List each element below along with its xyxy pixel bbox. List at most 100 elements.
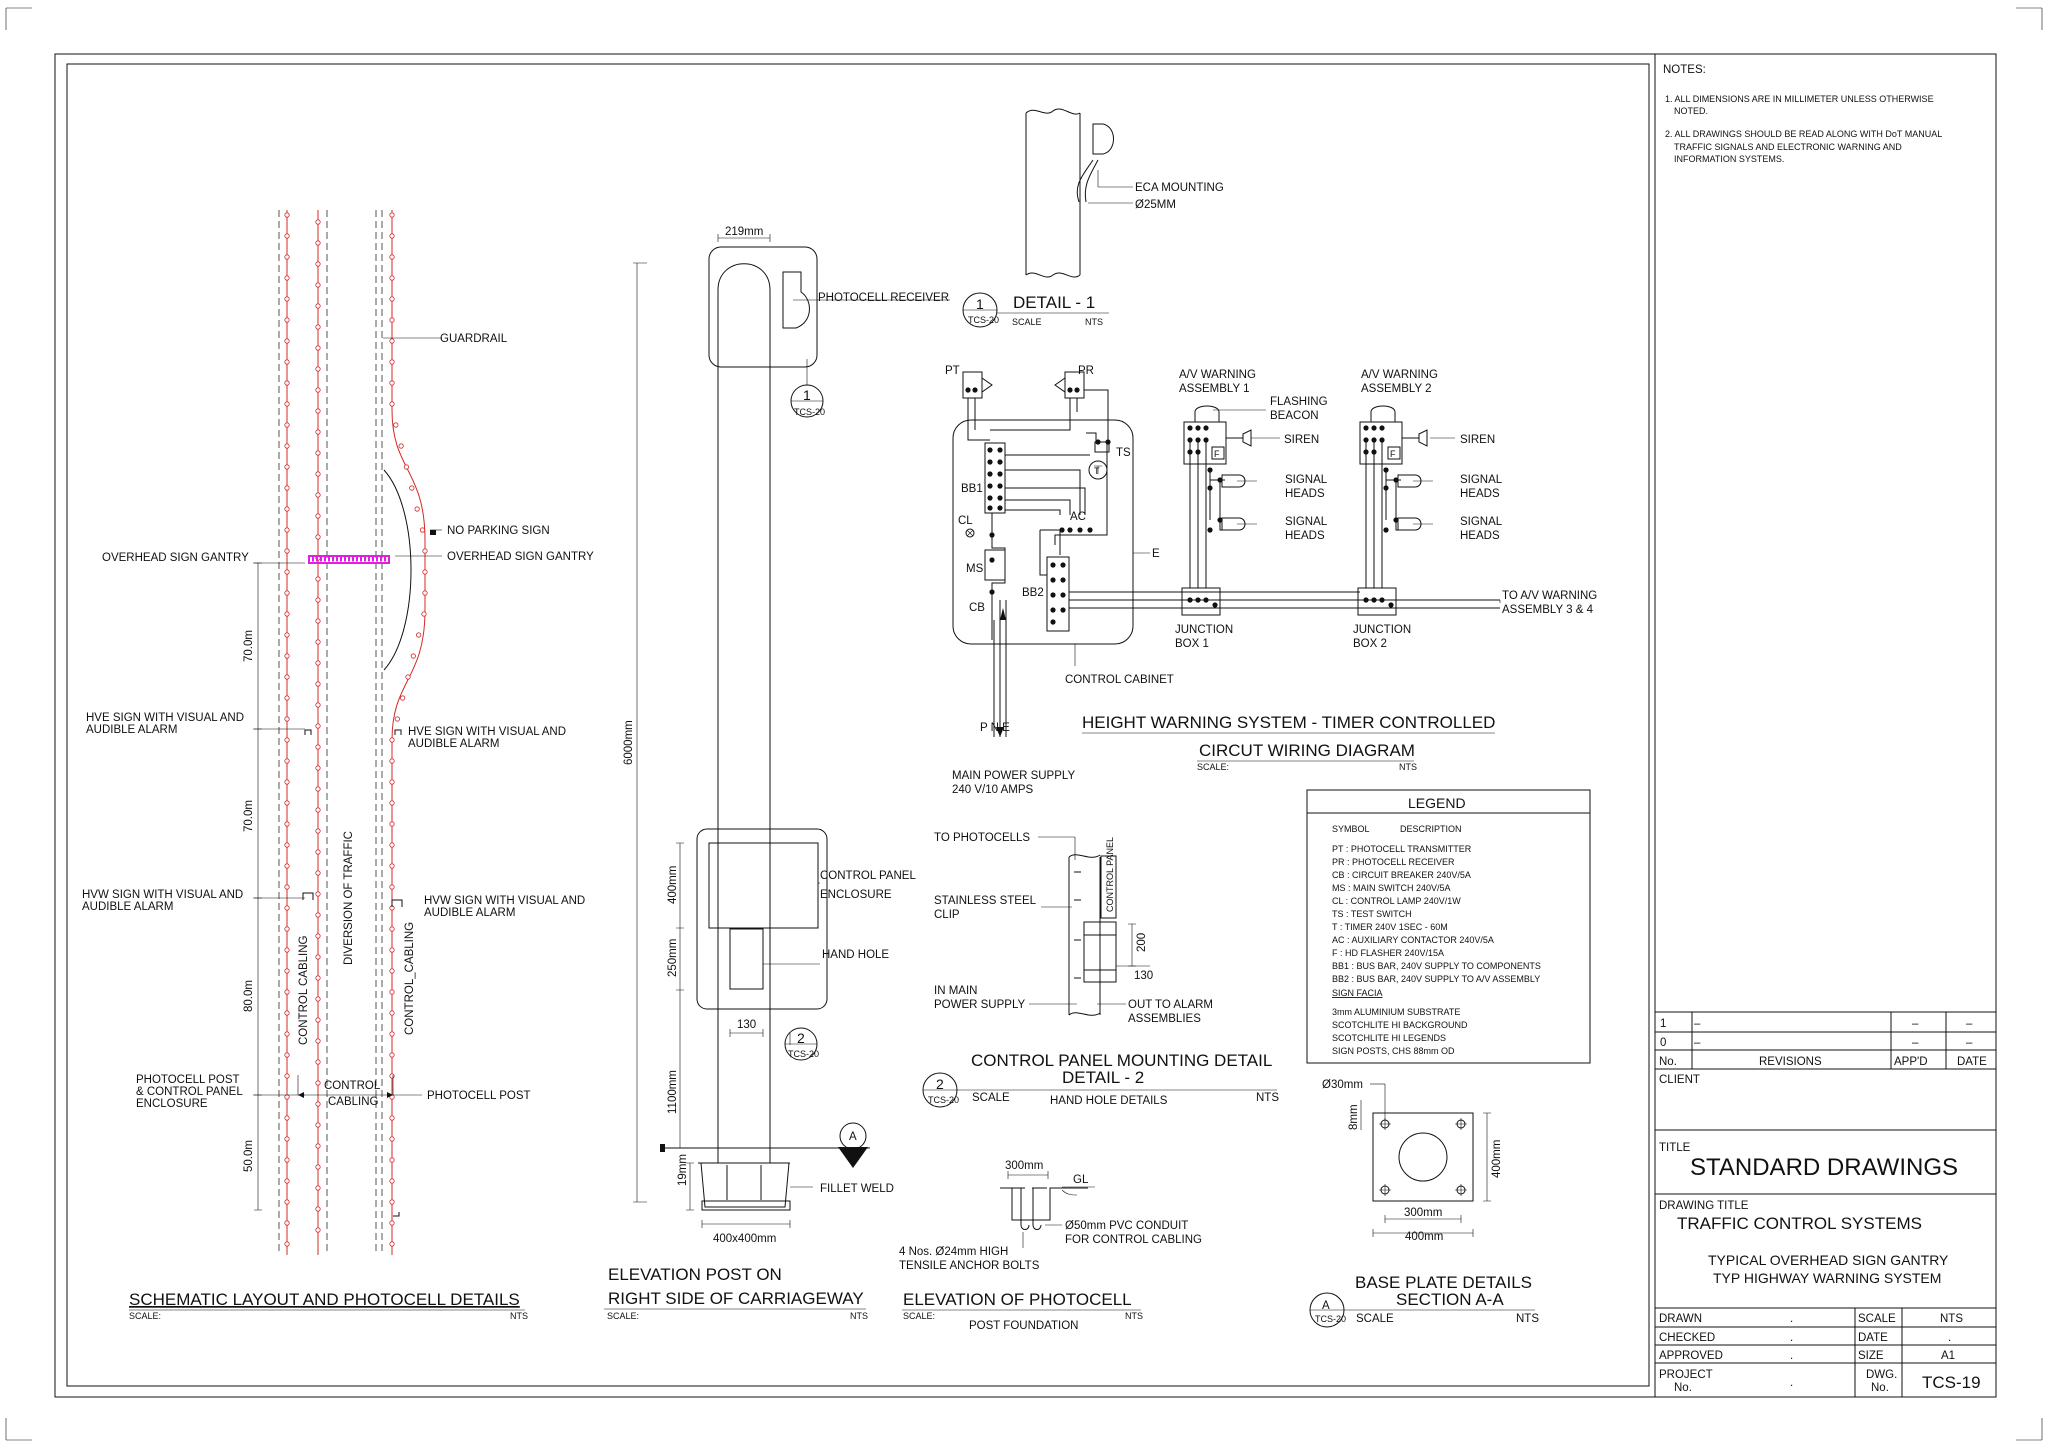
foundation-title: ELEVATION OF PHOTOCELL bbox=[903, 1290, 1132, 1309]
wiring-ac: AC bbox=[1070, 511, 1086, 523]
detail2-dim-200: 200 bbox=[1136, 933, 1148, 952]
guardrail-post-marker bbox=[284, 1073, 290, 1079]
signal-heads-4a: SIGNAL bbox=[1460, 516, 1503, 528]
guardrail-post-marker bbox=[389, 296, 395, 302]
guardrail-post-marker bbox=[315, 891, 321, 897]
fillet-weld-label: FILLET WELD bbox=[820, 1183, 894, 1195]
guardrail-post-marker bbox=[400, 695, 406, 701]
control-panel-label-2: ENCLOSURE bbox=[820, 889, 892, 901]
guardrail-post-marker bbox=[315, 534, 321, 540]
guardrail-post-marker bbox=[414, 506, 420, 512]
guardrail-post-marker bbox=[403, 464, 410, 470]
jb2-line1: JUNCTION bbox=[1353, 624, 1411, 636]
guardrail-post-marker bbox=[389, 275, 395, 281]
main-power-line1: IN MAIN bbox=[934, 985, 977, 997]
photocell-left-line2: & CONTROL PANEL bbox=[136, 1086, 243, 1098]
wiring-f2: F bbox=[1390, 449, 1396, 459]
baseplate-scale-label: SCALE bbox=[1356, 1313, 1394, 1325]
detail-2-drawing bbox=[922, 836, 1277, 1108]
project-value: . bbox=[1790, 1377, 1793, 1389]
guardrail-post-marker bbox=[389, 317, 395, 323]
wiring-pt: PT bbox=[945, 365, 960, 377]
ref2-number: 2 bbox=[797, 1030, 805, 1046]
guardrail-post-marker bbox=[284, 632, 290, 638]
guardrail-post-marker bbox=[389, 884, 395, 890]
guardrail-post-marker bbox=[315, 618, 321, 624]
guardrail-post-marker bbox=[315, 786, 321, 792]
control-cabinet-label: CONTROL CABINET bbox=[1065, 674, 1174, 686]
detail1-ref-code: TCS-20 bbox=[968, 315, 999, 325]
guardrail-post-marker bbox=[315, 345, 321, 351]
approved-value: . bbox=[1790, 1350, 1793, 1362]
legend-row-8: F : HD FLASHER 240V/15A bbox=[1332, 948, 1444, 958]
note-2-cont-a: TRAFFIC SIGNALS AND ELECTRONIC WARNING A… bbox=[1674, 142, 1902, 152]
schematic-title: SCHEMATIC LAYOUT AND PHOTOCELL DETAILS bbox=[129, 1290, 520, 1309]
guardrail-post-marker bbox=[389, 233, 395, 239]
legend-row-2: CB : CIRCUIT BREAKER 240V/5A bbox=[1332, 870, 1471, 880]
guardrail-post-marker bbox=[284, 947, 290, 953]
guardrail-post-marker bbox=[389, 359, 395, 365]
guardrail-label: GUARDRAIL bbox=[440, 333, 508, 345]
guardrail-post-marker bbox=[284, 254, 290, 260]
elev-dim-1100: 1100mm bbox=[667, 1070, 679, 1114]
dim-70-a: 70.0m bbox=[243, 630, 255, 662]
elev-dim-219: 219mm bbox=[725, 226, 763, 238]
rev-head-no: No. bbox=[1659, 1056, 1677, 1068]
panel-vertical-label: CONTROL PANEL bbox=[1105, 837, 1115, 912]
guardrail-post-marker bbox=[284, 716, 290, 722]
hve-left-line2: AUDIBLE ALARM bbox=[86, 724, 177, 736]
guardrail-post-marker bbox=[315, 975, 321, 981]
guardrail-post-marker bbox=[389, 1241, 395, 1247]
guardrail-post-marker bbox=[389, 863, 395, 869]
av2-line2: ASSEMBLY 2 bbox=[1361, 383, 1432, 395]
guardrail-post-marker bbox=[284, 422, 290, 428]
rev1-desc: – bbox=[1694, 1018, 1701, 1030]
baseplate-dim-400v: 400mm bbox=[1491, 1140, 1503, 1178]
guardrail-post-marker bbox=[410, 653, 416, 659]
out-alarm-line2: ASSEMBLIES bbox=[1128, 1013, 1201, 1025]
guardrail-post-marker bbox=[284, 1136, 290, 1142]
foundation-sub: POST FOUNDATION bbox=[969, 1320, 1078, 1332]
guardrail-post-marker bbox=[315, 744, 321, 750]
bolts-line2: TENSILE ANCHOR BOLTS bbox=[899, 1260, 1040, 1272]
control-cabling-v-right: CONTROL_CABLING bbox=[404, 922, 416, 1035]
guardrail-post-marker bbox=[315, 492, 321, 498]
guardrail-post-marker bbox=[284, 275, 290, 281]
guardrail-post-marker bbox=[315, 324, 321, 330]
wiring-ms: MS bbox=[966, 563, 984, 575]
legend-box bbox=[1306, 789, 1591, 1064]
guardrail-post-marker bbox=[315, 597, 321, 603]
to-photocells-label: TO PHOTOCELLS bbox=[934, 832, 1030, 844]
guardrail-post-marker bbox=[315, 1101, 321, 1107]
guardrail-post-marker bbox=[315, 723, 321, 729]
legend-row-3: MS : MAIN SWITCH 240V/5A bbox=[1332, 883, 1451, 893]
guardrail-post-marker bbox=[315, 303, 321, 309]
foundation-scale-value: NTS bbox=[1125, 1311, 1143, 1321]
date-value: . bbox=[1948, 1332, 1951, 1344]
hve-right-line2: AUDIBLE ALARM bbox=[408, 738, 499, 750]
power-line1: MAIN POWER SUPPLY bbox=[952, 770, 1075, 782]
note-1-cont: NOTED. bbox=[1674, 106, 1708, 116]
dim-50: 50.0m bbox=[243, 1140, 255, 1172]
legend-symbol-head: SYMBOL bbox=[1332, 824, 1370, 834]
guardrail-post-marker bbox=[284, 905, 290, 911]
ref2-code: TCS-20 bbox=[788, 1049, 819, 1059]
detail1-scale-value: NTS bbox=[1085, 317, 1103, 327]
legend-facia-2: SCOTCHLITE HI LEGENDS bbox=[1332, 1033, 1446, 1043]
guardrail-post-marker bbox=[284, 548, 290, 554]
detail2-scale-label: SCALE bbox=[972, 1092, 1010, 1104]
foundation-scale-label: SCALE: bbox=[903, 1311, 935, 1321]
foundation-gl: GL bbox=[1073, 1174, 1089, 1186]
guardrail-post-marker bbox=[284, 653, 290, 659]
photocell-receiver-label: PHOTOCELL RECEIVER bbox=[818, 292, 949, 304]
guardrail-post-marker bbox=[315, 996, 321, 1002]
elev-dim-19: 19mm bbox=[677, 1154, 689, 1186]
guardrail-post-marker bbox=[394, 716, 400, 722]
baseplate-scale-value: NTS bbox=[1516, 1313, 1539, 1325]
baseplate-dia: Ø30mm bbox=[1322, 1079, 1363, 1091]
guardrail-post-marker bbox=[315, 366, 321, 372]
elev-base-dim: 400x400mm bbox=[713, 1233, 776, 1245]
detail2-scale-value: NTS bbox=[1256, 1092, 1279, 1104]
guardrail-post-marker bbox=[315, 387, 321, 393]
guardrail-post-marker bbox=[284, 485, 290, 491]
